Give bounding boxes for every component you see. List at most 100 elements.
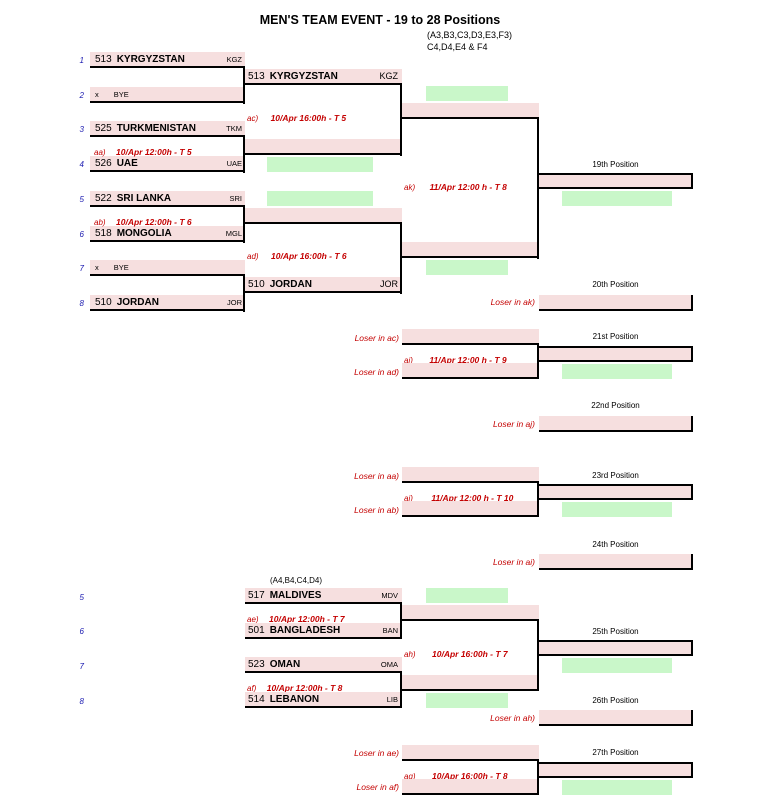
match-label: ad) bbox=[247, 252, 259, 261]
team-number: 513 bbox=[95, 53, 112, 65]
seed-number: 8 bbox=[79, 299, 84, 308]
bracket-line bbox=[400, 604, 402, 639]
team-slot: 510 JORDAN JOR bbox=[90, 295, 245, 311]
bracket-line bbox=[400, 673, 402, 708]
bracket-line bbox=[537, 119, 539, 259]
match-label: ac) bbox=[247, 114, 259, 123]
team-code: JOR bbox=[227, 297, 242, 307]
seed-number: 5 bbox=[79, 195, 84, 204]
team-slot: 501 BANGLADESH BAN bbox=[245, 623, 402, 639]
match-info: ae) 10/Apr 12:00h - T 7 bbox=[247, 609, 345, 627]
winner-slot bbox=[539, 484, 693, 500]
team-code: MGL bbox=[225, 228, 242, 238]
team-number: 525 bbox=[95, 122, 112, 134]
result-box bbox=[426, 588, 508, 603]
match-label: ab) bbox=[94, 218, 106, 227]
team-code: LIB bbox=[386, 694, 398, 704]
team-number: 514 bbox=[248, 693, 265, 705]
position-label: 23rd Position bbox=[592, 471, 639, 480]
loser-label: Loser in ac) bbox=[354, 333, 399, 343]
team-number: x bbox=[95, 89, 99, 99]
position-label: 26th Position bbox=[592, 696, 639, 705]
team-code: SRI bbox=[229, 193, 242, 203]
result-box bbox=[267, 157, 373, 172]
position-slot bbox=[539, 295, 693, 311]
team-slot bbox=[402, 501, 539, 517]
winner-slot bbox=[539, 762, 693, 778]
match-time: 11/Apr 12:00 h - T 8 bbox=[429, 182, 507, 192]
position-label: 21st Position bbox=[592, 332, 639, 341]
team-slot bbox=[402, 779, 539, 795]
winner-slot bbox=[539, 173, 693, 189]
position-label: 22nd Position bbox=[591, 401, 640, 410]
team-name: KYRGYZSTAN bbox=[116, 53, 185, 65]
match-info: ac) 10/Apr 16:00h - T 5 bbox=[247, 108, 346, 126]
match-info: af) 10/Apr 12:00h - T 8 bbox=[247, 678, 342, 696]
result-box bbox=[562, 191, 672, 206]
team-slot bbox=[402, 329, 539, 345]
result-box bbox=[562, 502, 672, 517]
seed-number: 3 bbox=[79, 125, 84, 134]
match-info: aj) 11/Apr 12:00 h - T 9 bbox=[404, 350, 507, 368]
match-info: ak) 11/Apr 12:00 h - T 8 bbox=[404, 177, 507, 195]
team-slot bbox=[402, 467, 539, 483]
position-label: 19th Position bbox=[592, 160, 639, 169]
seed-number: 8 bbox=[79, 697, 84, 706]
position-slot bbox=[539, 416, 693, 432]
subtitle: (A3,B3,C3,D3,E3,F3) C4,D4,E4 & F4 bbox=[427, 29, 512, 53]
team-number: 510 bbox=[95, 296, 112, 308]
seed-number: 2 bbox=[79, 91, 84, 100]
team-number: 518 bbox=[95, 227, 112, 239]
team-number: 517 bbox=[248, 589, 265, 601]
result-box bbox=[267, 191, 373, 206]
bracket-line bbox=[537, 343, 539, 379]
match-info: ad) 10/Apr 16:00h - T 6 bbox=[247, 246, 347, 264]
result-box bbox=[426, 86, 508, 101]
position-label: 24th Position bbox=[592, 540, 639, 549]
bracket-line bbox=[537, 621, 539, 691]
team-slot bbox=[402, 745, 539, 761]
match-info: ai) 11/Apr 12:00 h - T 10 bbox=[404, 488, 513, 506]
bracket-line bbox=[537, 759, 539, 795]
match-label: ai) bbox=[404, 494, 413, 503]
match-label: ag) bbox=[404, 772, 416, 781]
match-label: aa) bbox=[94, 148, 106, 157]
loser-label: Loser in aa) bbox=[354, 471, 399, 481]
match-info: ab) 10/Apr 12:00h - T 6 bbox=[94, 212, 192, 230]
team-slot: 518 MONGOLIA MGL bbox=[90, 226, 245, 242]
team-slot: 525 TURKMENISTAN TKM bbox=[90, 121, 245, 137]
match-time: 10/Apr 16:00h - T 6 bbox=[271, 251, 347, 261]
match-label: ak) bbox=[404, 183, 416, 192]
team-slot: 526 UAE UAE bbox=[90, 156, 245, 172]
team-slot bbox=[402, 363, 539, 379]
team-slot bbox=[245, 208, 402, 224]
team-slot: x BYE bbox=[90, 260, 245, 276]
team-name: SRI LANKA bbox=[116, 192, 172, 204]
team-slot: 523 OMAN OMA bbox=[245, 657, 402, 673]
match-label: ae) bbox=[247, 615, 259, 624]
result-box bbox=[562, 658, 672, 673]
page-title: MEN'S TEAM EVENT - 19 to 28 Positions bbox=[259, 13, 501, 27]
subtitle-line-2: C4,D4,E4 & F4 bbox=[427, 42, 488, 52]
team-slot bbox=[402, 605, 539, 621]
match-label: ah) bbox=[404, 650, 416, 659]
match-time: 10/Apr 12:00h - T 5 bbox=[116, 147, 192, 157]
team-code: MDV bbox=[381, 590, 398, 600]
team-slot: 510 JORDAN JOR bbox=[245, 277, 402, 293]
seed-number: 1 bbox=[79, 56, 84, 65]
result-box bbox=[562, 780, 672, 795]
team-slot: 513 KYRGYZSTAN KGZ bbox=[90, 52, 245, 68]
team-name: MONGOLIA bbox=[116, 227, 172, 239]
team-name: JORDAN bbox=[269, 278, 312, 290]
team-name: TURKMENISTAN bbox=[116, 122, 196, 134]
team-slot: 522 SRI LANKA SRI bbox=[90, 191, 245, 207]
position-label: 27th Position bbox=[592, 748, 639, 757]
loser-label: Loser in aj) bbox=[492, 419, 535, 429]
team-name: LEBANON bbox=[269, 693, 320, 705]
team-code: KGZ bbox=[226, 54, 242, 64]
match-time: 10/Apr 12:00h - T 7 bbox=[269, 614, 345, 624]
seed-number: 5 bbox=[79, 593, 84, 602]
bracket-line bbox=[400, 85, 402, 156]
position-label: 20th Position bbox=[592, 280, 639, 289]
seed-number: 7 bbox=[79, 662, 84, 671]
